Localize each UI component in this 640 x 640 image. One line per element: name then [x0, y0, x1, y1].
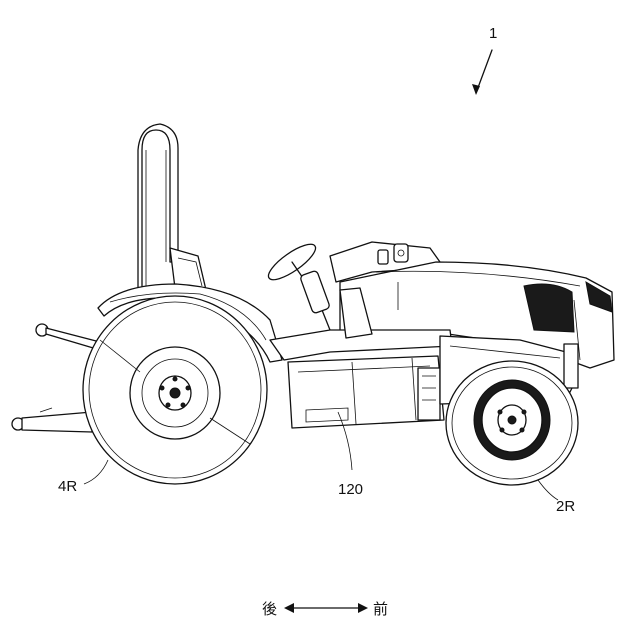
direction-label-front: 前 — [373, 600, 388, 618]
front-wheel — [446, 361, 578, 485]
ref-leader-rear-wheel — [84, 460, 108, 484]
rear-wheel-reference: 4R — [58, 460, 108, 495]
rear-wheel — [83, 296, 267, 484]
ref-label-front-wheel: 2R — [556, 498, 575, 515]
direction-indicator: 後 前 — [262, 600, 388, 618]
ref-label-frame: 120 — [338, 481, 363, 498]
vehicle-reference: 1 — [472, 25, 497, 95]
chassis-frame — [288, 356, 444, 428]
steering-wheel — [264, 239, 330, 330]
direction-label-rear: 後 — [262, 600, 277, 618]
direction-arrowhead-front — [358, 603, 368, 613]
direction-arrowhead-rear — [284, 603, 294, 613]
ref-leader-front-wheel — [538, 480, 558, 500]
ref-label-vehicle: 1 — [489, 25, 497, 42]
ref-label-rear-wheel: 4R — [58, 478, 77, 495]
front-wheel-reference: 2R — [538, 480, 575, 515]
